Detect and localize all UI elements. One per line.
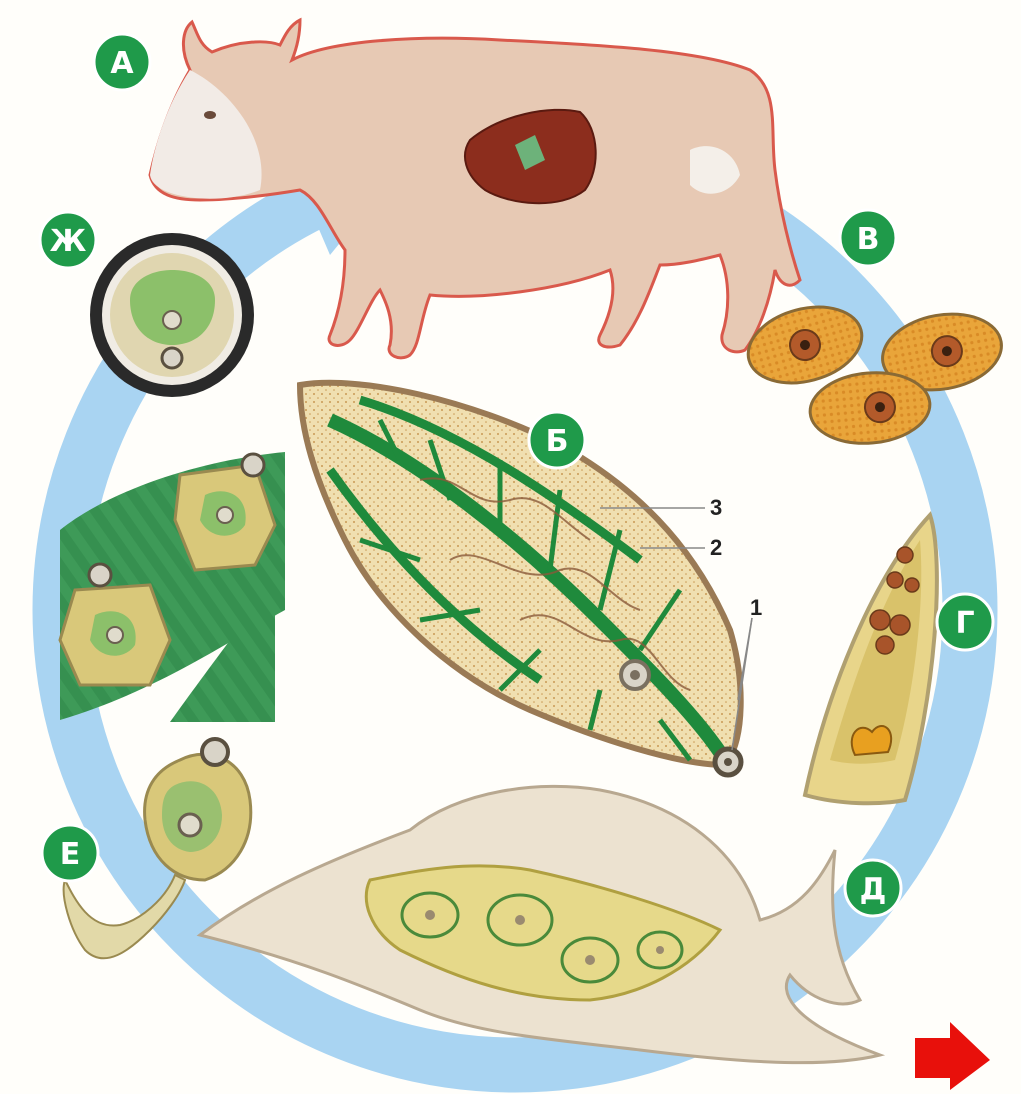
badge-label-a: А (110, 46, 134, 81)
badge-label-d: Д (860, 872, 887, 907)
adult-fluke (300, 383, 752, 775)
part-label-3: 3 (710, 495, 722, 520)
badge-a: А (94, 34, 150, 90)
badge-v: В (840, 210, 896, 266)
badge-label-g: Г (955, 606, 974, 641)
badge-b: Б (529, 412, 585, 468)
miracidium (805, 515, 937, 803)
badge-label-v: В (857, 222, 880, 257)
badge-label-zh: Ж (50, 224, 87, 259)
next-arrow-icon[interactable] (915, 1022, 990, 1090)
part-label-1: 1 (750, 595, 762, 620)
cyst-cross-section (90, 233, 254, 397)
badge-e: Е (42, 825, 98, 881)
part-label-2: 2 (710, 535, 722, 560)
badge-zh: Ж (40, 212, 96, 268)
badge-g: Г (937, 594, 993, 650)
badge-label-e: Е (60, 837, 81, 872)
badge-d: Д (845, 860, 901, 916)
badge-label-b: Б (546, 424, 569, 459)
